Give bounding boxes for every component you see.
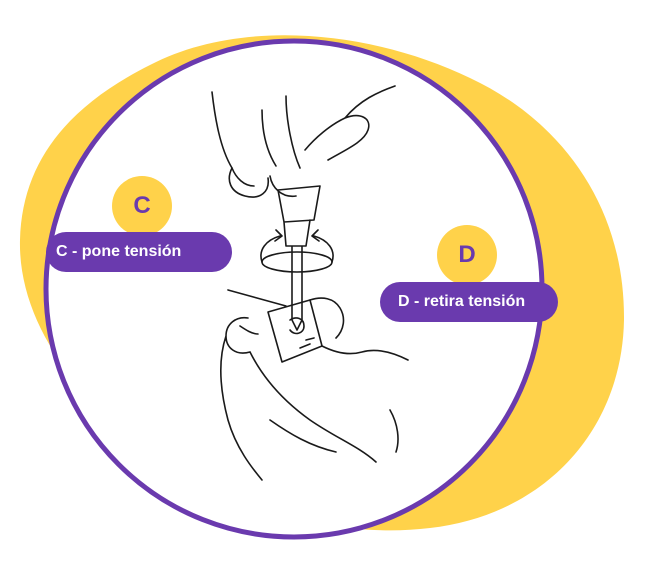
- screwdriver-icon: [277, 185, 321, 331]
- lower-hand-icon: [220, 297, 409, 481]
- rotation-arrow-icon: [260, 229, 283, 263]
- hand-tool-drawing: [211, 85, 409, 481]
- label-c-pone-tension: C - pone tensión: [46, 232, 232, 272]
- rotation-arrow-icon: [311, 229, 334, 263]
- upper-hand-icon: [211, 85, 396, 198]
- badge-c: C: [112, 176, 172, 236]
- lower-finger-icon: [239, 325, 399, 453]
- pointer-line: [227, 289, 287, 307]
- badge-d: D: [437, 225, 497, 285]
- label-d-retira-tension: D - retira tensión: [380, 282, 558, 322]
